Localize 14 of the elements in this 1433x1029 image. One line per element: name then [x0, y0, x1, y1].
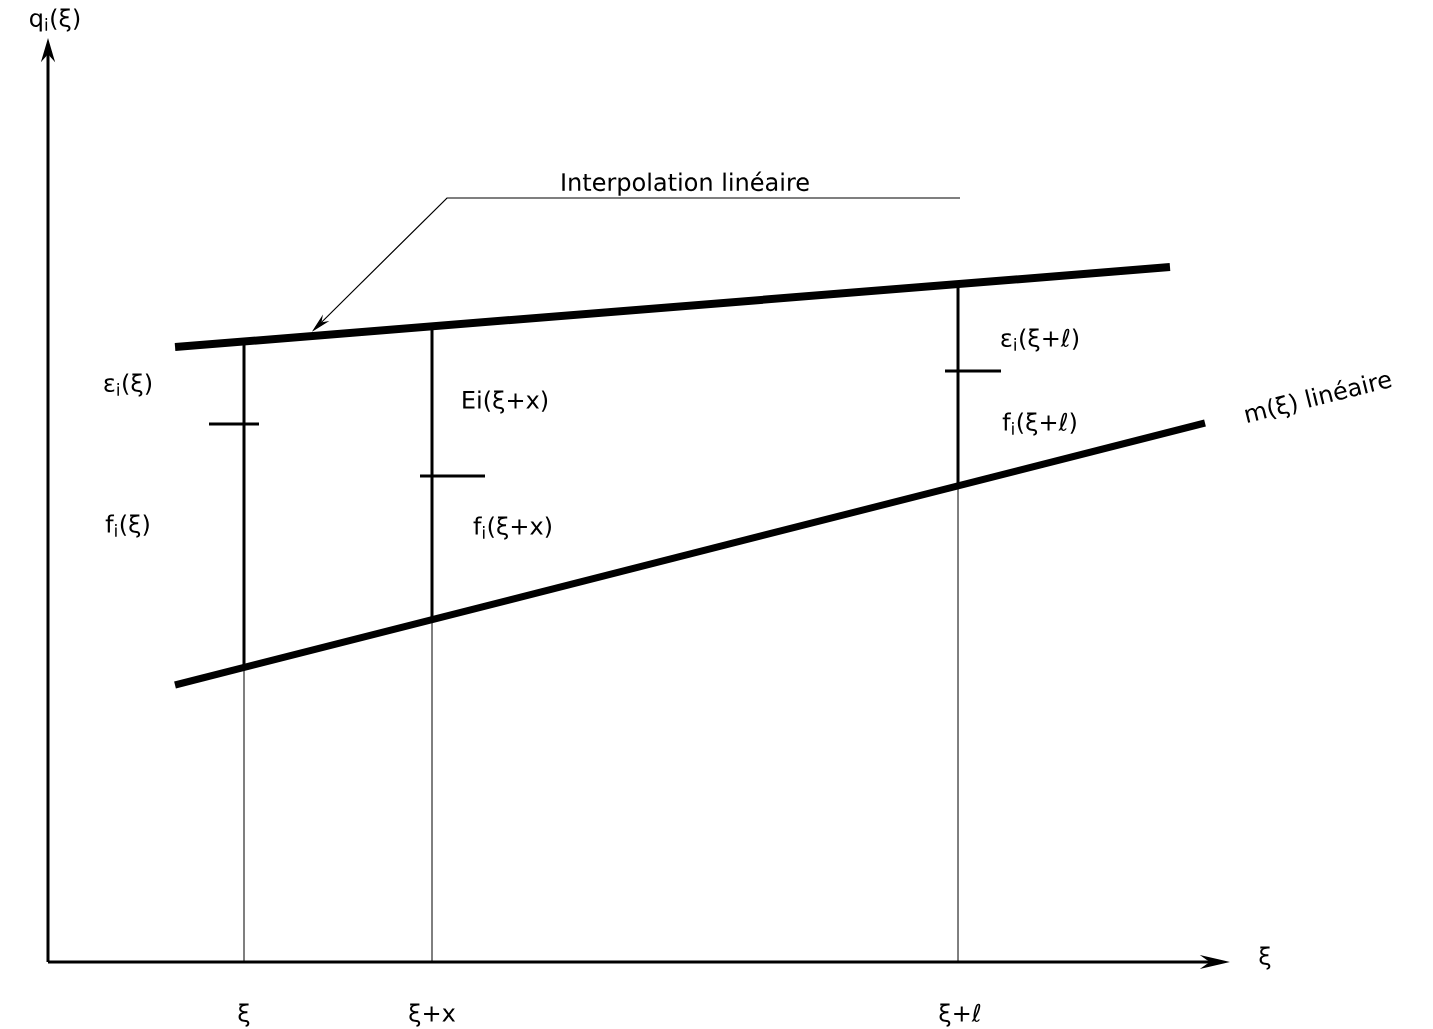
callout-text: Interpolation linéaire: [562, 171, 809, 196]
value-label: f$_{i}$(ξ): [105, 514, 149, 538]
value-label: ε$_{i}$(ξ+ℓ): [1001, 328, 1079, 352]
line-label: m(ξ) linéaire: [1244, 374, 1392, 423]
tick-label: ξ+x: [409, 1003, 456, 1027]
axis-label: q$_{i}$(ξ): [30, 8, 80, 32]
value-label: ε$_{i}$(ξ): [104, 373, 152, 397]
axis-label: ξ: [1259, 946, 1271, 970]
tick-label: ξ: [238, 1003, 250, 1027]
value-label: Ei(ξ+x): [463, 390, 548, 414]
tick-label: ξ+ℓ: [939, 1003, 981, 1027]
interpolation-line: [174, 263, 1171, 351]
value-label: f$_{i}$(ξ+x): [473, 516, 551, 540]
value-label: f$_{i}$(ξ+ℓ): [1002, 412, 1076, 436]
